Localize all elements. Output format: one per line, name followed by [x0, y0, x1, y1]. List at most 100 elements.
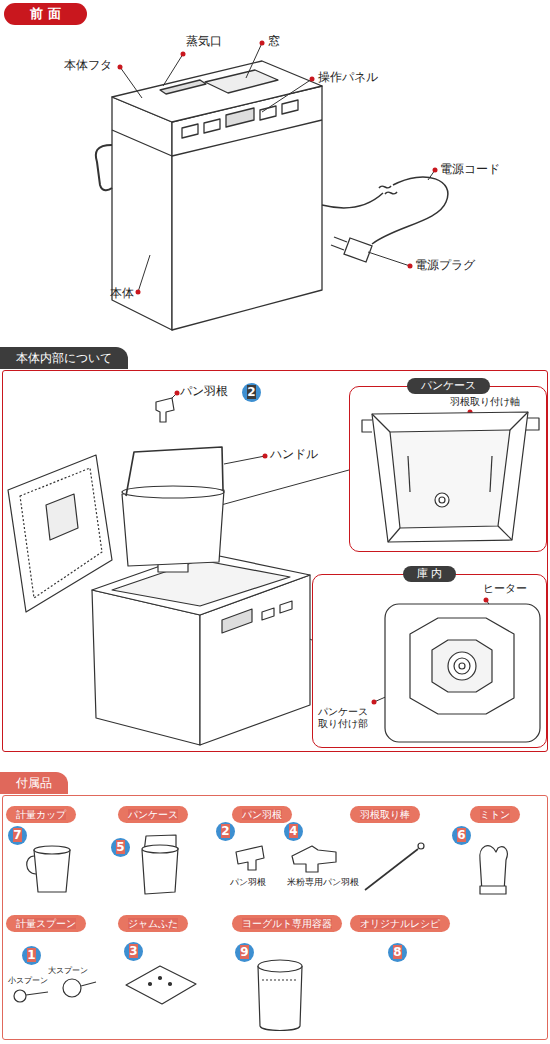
accessory-drawings: [365, 849, 418, 890]
item-name: オリジナルレシピ: [360, 918, 440, 929]
bread-maker-front: [112, 61, 322, 122]
leader-lines: [181, 52, 186, 57]
callout-digit: 1: [27, 948, 35, 962]
part-label: ヒーター: [483, 582, 527, 595]
pan-case-top-view: [362, 412, 539, 542]
leader-lines: [310, 77, 315, 82]
item-tag: パンケース: [118, 806, 188, 823]
accessory-drawings: [142, 848, 178, 894]
leader-lines: [118, 65, 123, 70]
power-plug: [344, 238, 372, 262]
chamber-top-view: [410, 618, 514, 714]
item-tag: ヨーグルト専用容器: [232, 915, 342, 932]
bread-maker-front: [160, 80, 206, 94]
callout-number: 2: [242, 383, 261, 402]
leader-lines: [136, 290, 141, 295]
chamber-top-view: [432, 640, 492, 692]
bread-maker-front: [226, 108, 254, 127]
pan-case-top-view: [490, 456, 492, 492]
callout-digit: 5: [116, 840, 124, 854]
pan-case-top-view: [372, 412, 528, 542]
accessory-drawings: [34, 850, 70, 892]
part-label: 本体: [110, 286, 134, 300]
accessory-drawings: [14, 835, 507, 1031]
accessory-drawings: [262, 979, 298, 980]
callout-digit: 4: [289, 824, 297, 838]
pan-case-top-view: [439, 497, 445, 503]
leader-lines: [433, 168, 438, 173]
chamber-top-view: [459, 663, 465, 669]
leader-lines: [224, 456, 265, 464]
chamber-top-view: [385, 604, 540, 742]
bread-maker-front: [96, 145, 112, 190]
bread-maker-front: [182, 124, 198, 138]
callout-digit: 2: [221, 824, 229, 838]
leader-lines: [120, 67, 142, 98]
accessory-drawings: [81, 982, 96, 986]
part-label: 蒸気口: [186, 34, 222, 48]
bread-maker-open: [222, 609, 252, 633]
accessory-drawings: [159, 977, 162, 980]
item-name: ヨーグルト専用容器: [242, 918, 332, 929]
accessory-drawings: [142, 845, 178, 853]
part-label: 電源コード: [440, 162, 500, 176]
power-cord: [372, 177, 448, 244]
item-name: 計量スプーン: [16, 918, 76, 929]
bread-maker-open: [46, 494, 78, 540]
power-cord: [322, 193, 383, 208]
accessory-drawings: [34, 846, 70, 854]
accessory-drawings: [292, 846, 336, 872]
bread-maker-front: [205, 70, 278, 93]
leader-lines: [263, 454, 268, 459]
bread-maker-front: [112, 120, 322, 156]
accessory-drawings: [63, 979, 81, 997]
item-name: ジャムふた: [128, 918, 178, 929]
leader-lines: [260, 41, 265, 46]
accessory-drawings: [258, 960, 302, 972]
leader-lines: [175, 391, 180, 396]
accessory-drawings: [126, 966, 196, 1004]
bread-maker-open: [126, 447, 223, 496]
pan-case-top-view: [390, 430, 510, 528]
callout-number: 2: [216, 822, 235, 841]
leader-lines: [262, 79, 312, 112]
bread-maker-front: [282, 100, 298, 114]
callout-number: 4: [284, 822, 303, 841]
section-title: 付属品: [0, 772, 68, 794]
callout-number: 5: [111, 838, 130, 857]
callout-number: 9: [235, 943, 254, 962]
bread-maker-open: [262, 608, 274, 620]
item-name: 計量カップ: [16, 809, 66, 820]
part-label: 操作パネル: [318, 70, 378, 84]
bread-maker-open: [112, 560, 290, 606]
bread-maker-front: [172, 86, 322, 330]
section-frame: 本体内部について2パンケース庫 内: [2, 370, 548, 752]
item-tag: パン羽根: [232, 806, 292, 823]
section-title: 前 面: [30, 6, 61, 21]
inset-box: パンケース: [349, 386, 547, 552]
section-title: 本体内部について: [0, 347, 128, 369]
part-label: ハンドル: [270, 447, 318, 461]
pan-case-top-view: [498, 526, 512, 540]
part-label: 小スプーン: [8, 976, 48, 986]
item-tag: 計量スプーン: [6, 915, 86, 932]
callout-number: 7: [8, 826, 27, 845]
bread-maker-open: [92, 590, 200, 745]
callout-digit: 6: [457, 828, 465, 842]
bread-maker-open: [20, 468, 102, 598]
accessory-drawings: [480, 886, 506, 894]
power-cord: [322, 177, 448, 244]
part-label: 羽根取り付け軸: [450, 396, 520, 408]
chamber-top-view: [448, 652, 476, 680]
item-tag: 計量カップ: [6, 806, 76, 823]
accessory-drawings: [236, 846, 264, 870]
leader-lines: [210, 470, 349, 508]
part-label: パンケース 取り付け部: [318, 706, 378, 730]
callout-digit: 8: [393, 945, 401, 959]
power-plug: [331, 237, 372, 262]
pan-case-top-view: [408, 456, 410, 492]
item-name: 羽根取り棒: [360, 809, 410, 820]
part-label: パン羽根: [230, 877, 266, 888]
leader-lines: [372, 700, 377, 705]
